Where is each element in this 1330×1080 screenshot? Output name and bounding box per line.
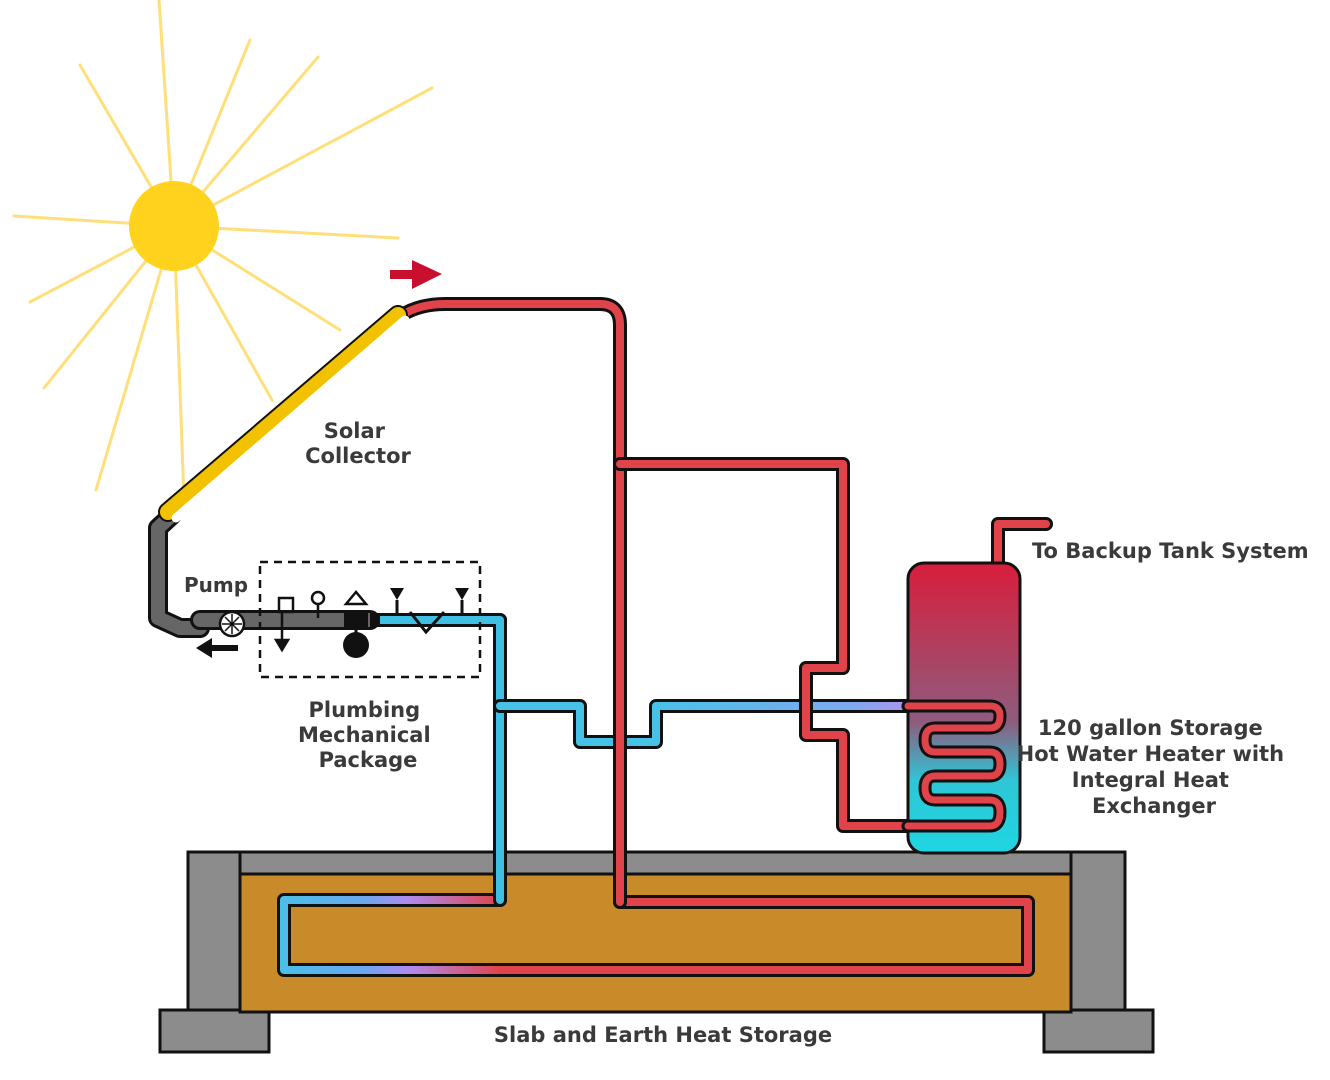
heat-exchanger-return-pipe [493,699,927,749]
foundation-right-wall [1069,850,1127,1014]
sun-disc [129,181,219,271]
pump-icon [218,610,246,638]
plumbing-package [190,560,482,679]
foundation [158,850,1155,1054]
slab-label: Slab and Earth Heat Storage [494,1023,832,1047]
foundation-top-beam [186,850,1127,876]
plumbing-package-label: Plumbing Mechanical Package [298,698,438,772]
gauge-icon [310,590,326,618]
solar-collector-label: Solar Collector [305,419,411,468]
backup-outlet-pipe [991,517,1053,575]
hot-branch-to-heater [613,457,927,833]
footing-left [158,1008,271,1054]
hot-supply-pipe [395,297,627,909]
check-valve-icon [408,610,446,635]
valve-icon [390,588,404,614]
return-flow-arrow-icon [196,638,238,658]
storage-heater-label: 120 gallon Storage Hot Water Heater with… [1017,716,1292,818]
heat-exchanger-coil [901,699,1007,833]
expansion-tank-icon [343,590,369,658]
storage-water-heater [901,561,1022,855]
valve-icon-2 [455,588,469,614]
flow-arrow-icon [390,260,442,289]
backup-tank-label: To Backup Tank System [1032,539,1309,563]
footing-right [1042,1008,1155,1054]
cold-return-pipe [353,613,507,907]
pump-label: Pump [184,573,248,597]
foundation-left-wall [186,850,242,1014]
solar-collector [148,305,410,638]
sun-icon [12,0,434,502]
drain-valve-icon [273,596,295,653]
